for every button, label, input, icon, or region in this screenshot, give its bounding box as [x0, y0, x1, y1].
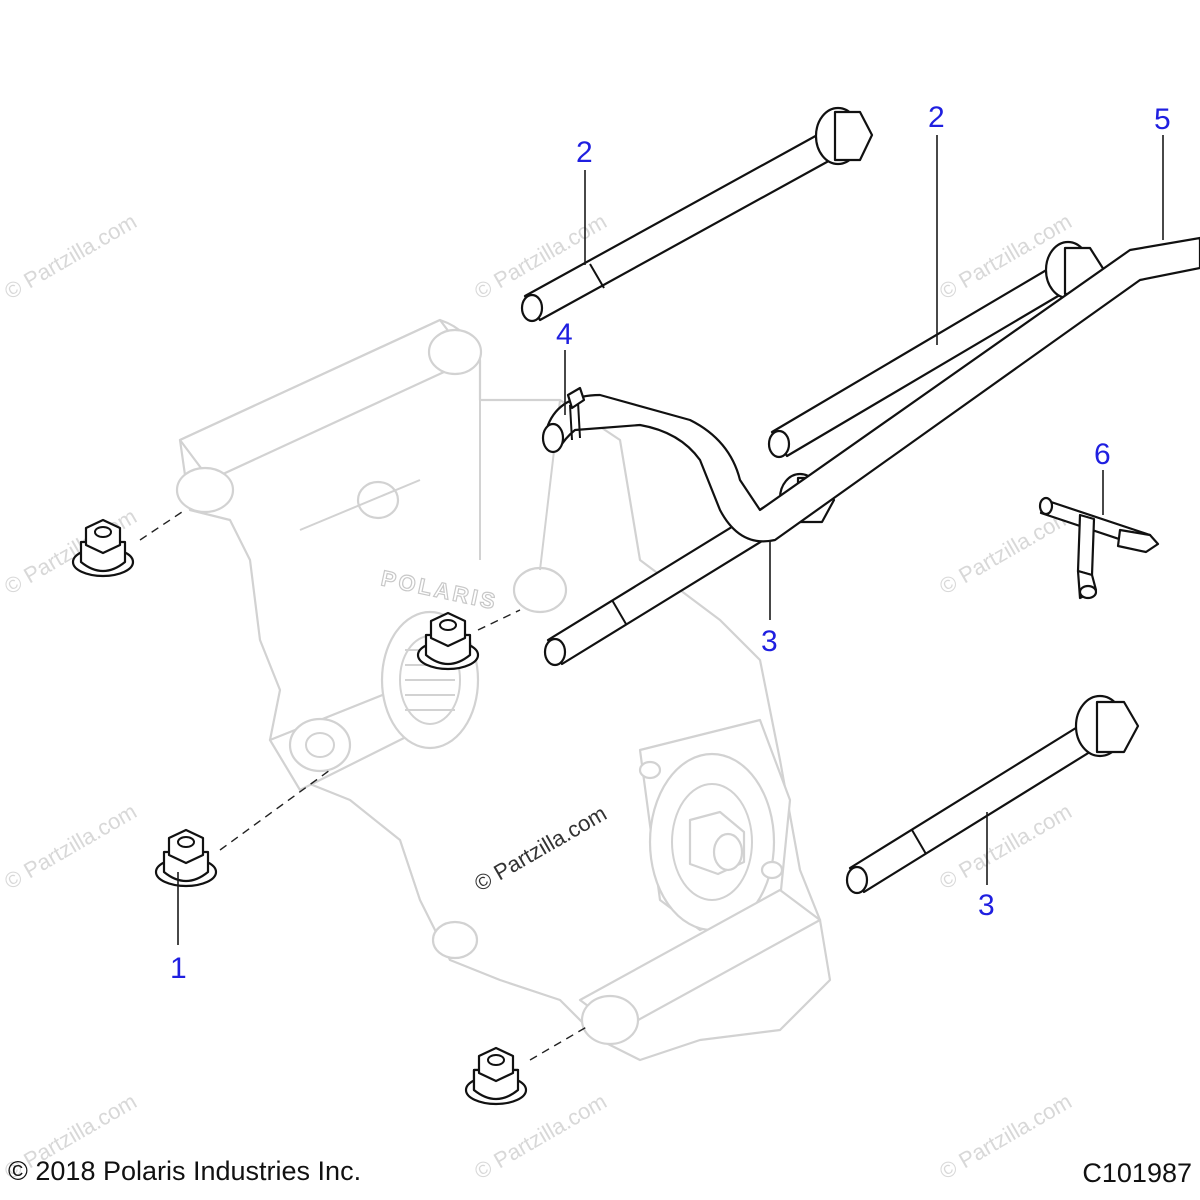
flange-nut [71, 518, 135, 578]
bolt-long [520, 106, 874, 323]
figure-id: C101987 [1082, 1158, 1192, 1188]
gearcase-housing: POLARIS © Partzilla.com [175, 318, 832, 1062]
breather-hose [541, 236, 1200, 543]
watermark: © Partzilla.com [935, 1089, 1076, 1185]
watermark: © Partzilla.com [0, 799, 141, 895]
flange-nut [416, 611, 480, 671]
leader-lines [177, 135, 1164, 945]
callout-labels: 1 2 2 3 3 4 5 6 [170, 101, 1171, 985]
callout-4: 4 [556, 318, 573, 351]
callout-2: 2 [928, 101, 945, 134]
flange-nut [154, 828, 218, 888]
bolt-medium [845, 694, 1140, 895]
bolt-long [767, 240, 1106, 459]
flange-nut [464, 1046, 528, 1106]
callout-6: 6 [1094, 438, 1111, 471]
callout-1: 1 [170, 952, 187, 985]
alignment-lines [139, 509, 591, 1061]
callout-3: 3 [761, 625, 778, 658]
tee-fitting [1038, 496, 1160, 600]
copyright-text: © 2018 Polaris Industries Inc. [8, 1156, 362, 1186]
callout-3: 3 [978, 889, 995, 922]
watermark: © Partzilla.com [0, 209, 141, 305]
callout-2: 2 [576, 136, 593, 169]
callout-5: 5 [1154, 103, 1171, 136]
